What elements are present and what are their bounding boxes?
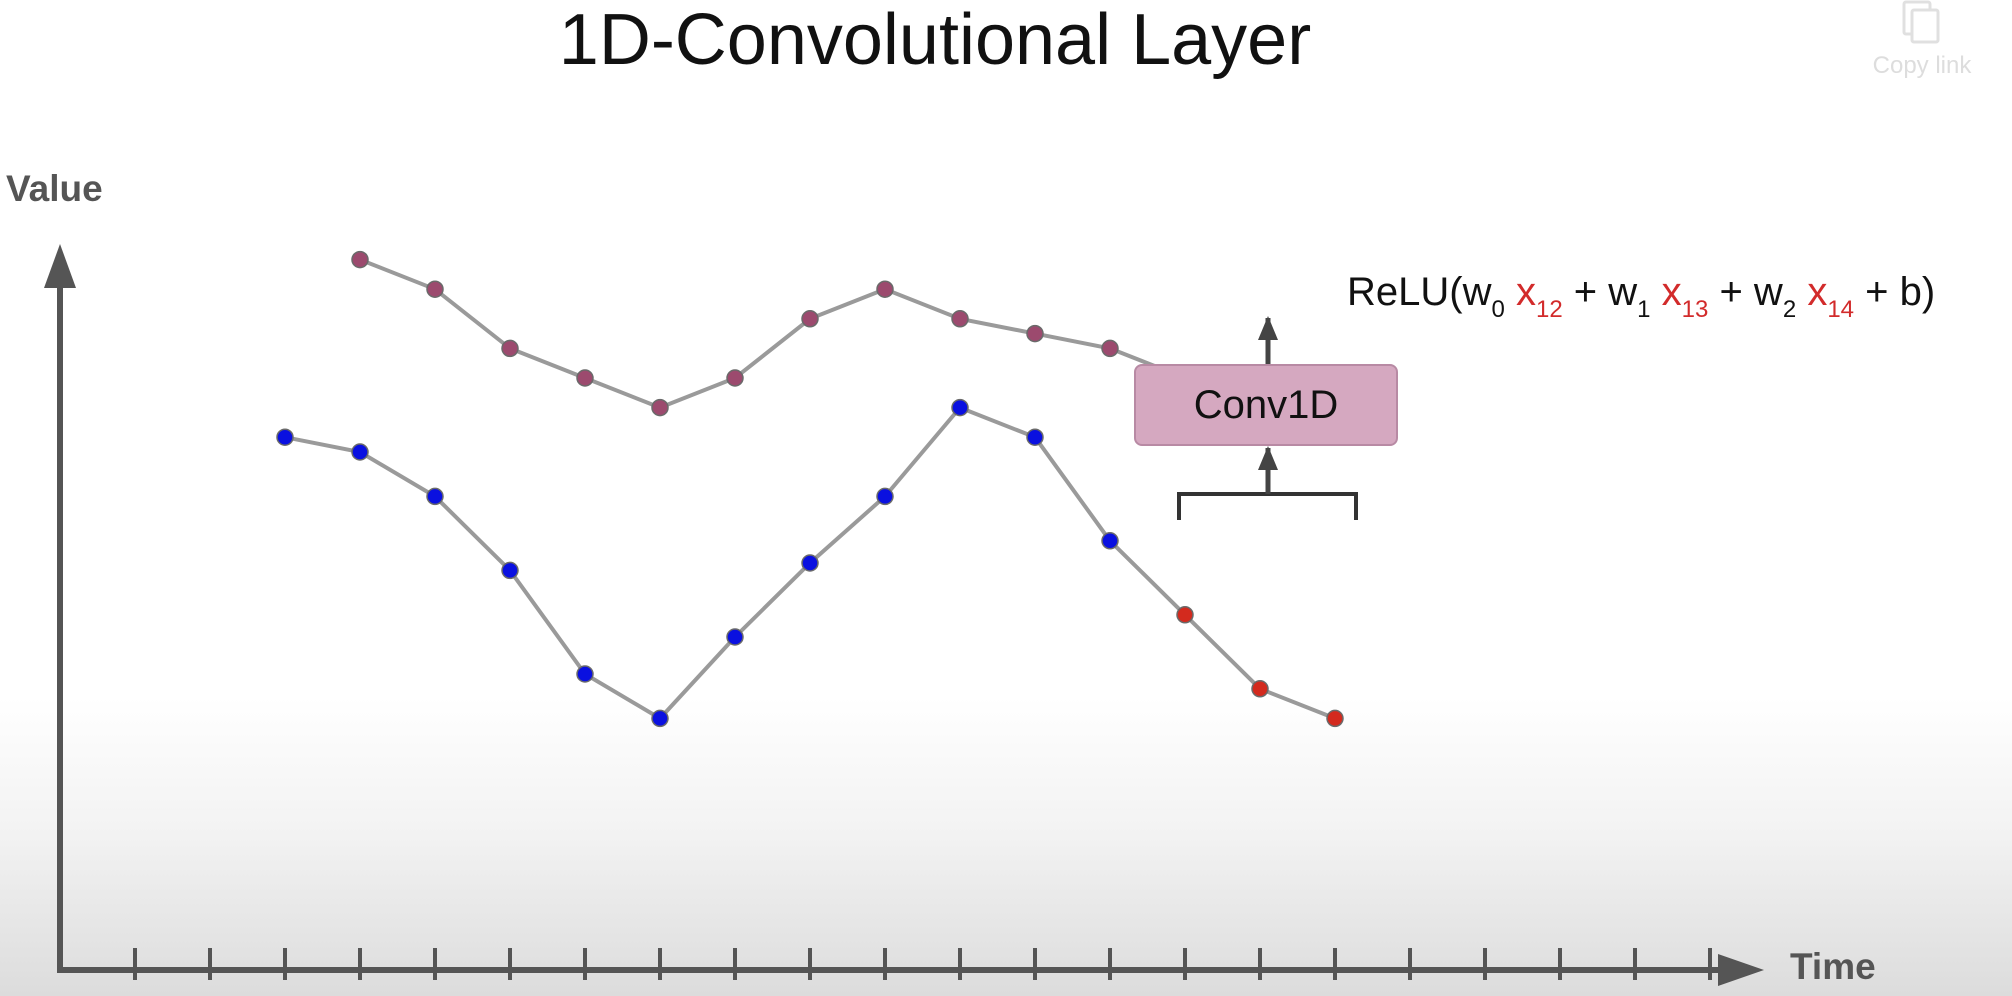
conv-connector: [1177, 316, 1358, 520]
input-series-point: [426, 487, 444, 506]
output-series-point: [951, 310, 969, 328]
input-series-point: [876, 487, 894, 506]
output-series-point: [726, 369, 744, 387]
window-bracket: [1177, 492, 1358, 520]
input-series-point: [276, 428, 294, 446]
relu-formula: ReLU(w0 x12 + w1 x13 + w2 x14 + b): [1347, 264, 1936, 323]
input-series-point: [1101, 532, 1119, 550]
formula-x13-letter: x: [1661, 270, 1682, 314]
output-series-point: [426, 280, 444, 298]
copy-link-label: Copy link: [1872, 52, 1972, 79]
input-series-point: [1251, 680, 1269, 698]
formula-w2-sub: 2: [1782, 296, 1797, 323]
copy-icon: [1902, 0, 1940, 44]
formula-plus-w2: + w: [1708, 270, 1783, 314]
output-series-point: [801, 310, 819, 328]
input-series-point: [651, 709, 669, 728]
x-axis-arrowhead: [1718, 954, 1764, 986]
formula-x14: x14: [1807, 270, 1854, 322]
formula-plus-w1: + w: [1562, 270, 1638, 314]
output-series-point: [576, 369, 594, 387]
input-series-point: [501, 561, 519, 580]
input-series: [276, 398, 1344, 728]
formula-close: + b): [1854, 270, 1936, 314]
input-series-point: [576, 665, 594, 683]
formula-x14-letter: x: [1807, 270, 1828, 314]
output-series-point: [1026, 324, 1044, 343]
input-series-point: [1326, 709, 1344, 728]
y-axis-label: Value: [6, 168, 103, 209]
input-series-point: [351, 443, 369, 461]
formula-x13: x13: [1661, 270, 1709, 322]
output-series-point: [1101, 339, 1119, 358]
input-series-point: [1026, 428, 1044, 446]
input-series-point: [726, 628, 744, 646]
axes: [44, 244, 1764, 986]
formula-x14-sub: 14: [1827, 296, 1855, 323]
conv-to-output-arrowhead: [1258, 316, 1278, 340]
y-axis-arrowhead: [44, 244, 76, 288]
output-series-point: [651, 398, 669, 417]
x-axis-ticks: [133, 948, 1712, 980]
x-axis-label: Time: [1790, 946, 1876, 987]
formula-x12-sub: 12: [1535, 296, 1563, 323]
output-series: [351, 250, 1269, 417]
output-series-point: [501, 339, 519, 358]
input-series-point: [801, 554, 819, 572]
formula-x12: x12: [1515, 270, 1563, 322]
input-series-point: [951, 398, 969, 417]
output-series-line: [359, 257, 1261, 410]
formula-x12-letter: x: [1515, 270, 1536, 314]
formula-w0-sub: 0: [1491, 296, 1505, 323]
output-series-point: [351, 250, 369, 269]
output-series-point: [876, 280, 894, 298]
conv1d-block: Conv1D: [1134, 364, 1398, 446]
formula-open: ReLU(w: [1347, 270, 1492, 314]
formula-x13-sub: 13: [1681, 296, 1709, 323]
input-series-point: [1176, 606, 1194, 624]
formula-w1-sub: 1: [1637, 296, 1651, 323]
bracket-to-conv-arrowhead: [1258, 446, 1278, 470]
copy-link-button[interactable]: Copy link: [1852, 0, 1992, 90]
page-title: 1D-Convolutional Layer: [558, 0, 1312, 80]
